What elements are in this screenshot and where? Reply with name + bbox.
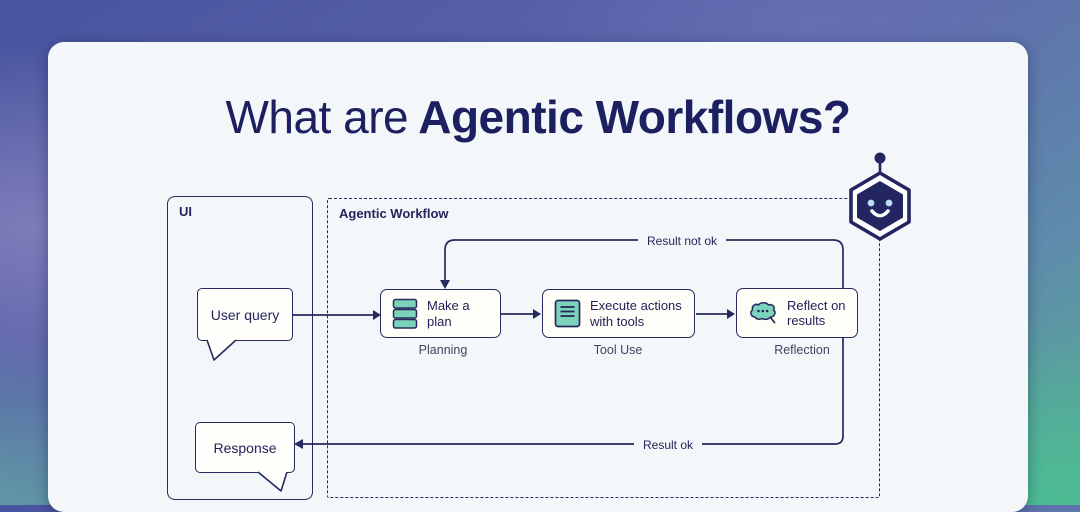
response-label: Response [213, 439, 277, 456]
step-sublabel-planning: Planning [418, 343, 468, 357]
user-query-label: User query [210, 306, 280, 323]
arrowhead-into-plan [373, 310, 381, 320]
arrowhead-loop-into-plan [440, 280, 450, 289]
step-sublabel-tool-use: Tool Use [593, 343, 643, 357]
ui-panel: UI [167, 196, 313, 500]
agentic-workflow-label: Agentic Workflow [339, 206, 449, 221]
edge-label-result-ok: Result ok [633, 438, 703, 452]
arrowhead-into-reflect [727, 309, 735, 319]
robot-icon [849, 152, 911, 241]
response-bubble-tail [257, 471, 288, 492]
checklist-square-icon [554, 299, 581, 328]
step-reflect-on-results: Reflect on results [736, 288, 858, 338]
title-bold: Agentic Workflows? [418, 91, 851, 143]
user-query-bubble: User query [197, 288, 293, 341]
edge-label-result-not-ok: Result not ok [637, 234, 727, 248]
user-query-bubble-tail [206, 339, 237, 361]
response-bubble: Response [195, 422, 295, 473]
step-label: Execute actions with tools [590, 298, 682, 329]
step-make-a-plan: Make a plan [380, 289, 501, 338]
step-label: Make a plan [427, 298, 470, 329]
robot-antenna-icon [874, 152, 886, 164]
step-label: Reflect on results [787, 297, 846, 328]
arrowhead-into-execute [533, 309, 541, 319]
title-regular: What are [225, 91, 409, 143]
robot-eye-right [885, 199, 893, 207]
arrowhead-into-response [294, 439, 303, 449]
thought-cloud-icon [748, 301, 778, 326]
ui-panel-label: UI [179, 204, 192, 219]
step-execute-actions: Execute actions with tools [542, 289, 695, 338]
step-sublabel-reflection: Reflection [774, 343, 830, 357]
robot-eye-left [867, 199, 875, 207]
agentic-workflow-panel: Agentic Workflow [327, 198, 880, 498]
stack-icon [392, 298, 418, 330]
robot-smile [870, 209, 890, 218]
connector-feedback-loop [302, 239, 844, 445]
